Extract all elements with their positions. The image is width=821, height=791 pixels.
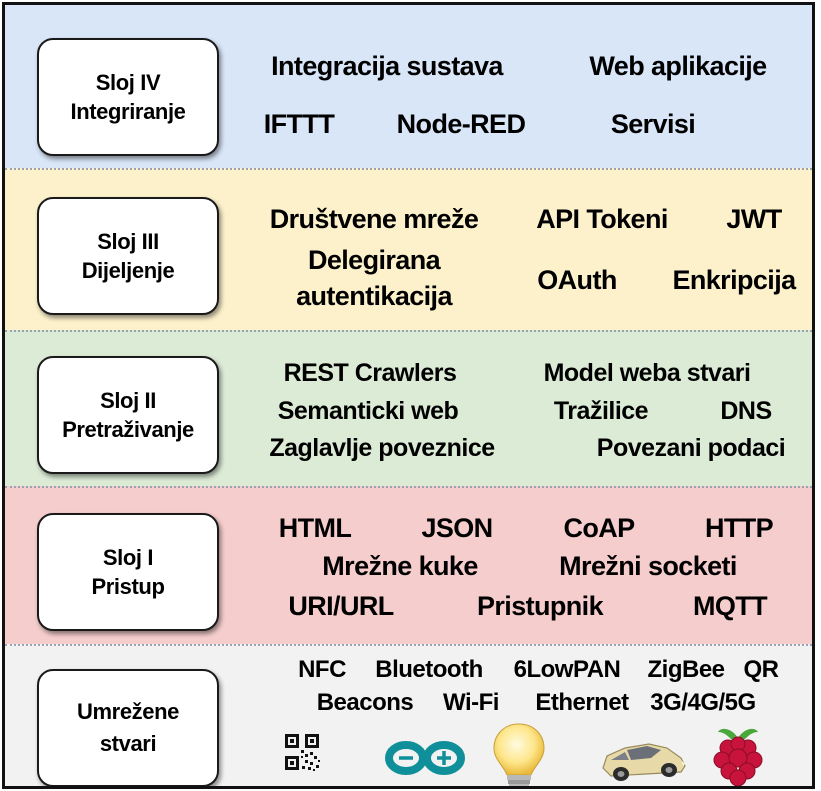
layer-2-label: Sloj II Pretraživanje [37, 356, 219, 474]
layer-3-term: Enkripcija [672, 265, 796, 295]
layer-1-term: JSON [421, 513, 493, 543]
layer-1-term: CoAP [563, 513, 635, 543]
layer-3-label-line2: Dijeljenje [81, 258, 175, 283]
layer-4-label-line2: Integriranje [70, 99, 186, 124]
layer-1-term: Mrežne kuke [322, 551, 478, 581]
layer-3-label-line1: Sloj III [97, 229, 159, 254]
raspberry-pi-icon [713, 728, 763, 786]
layer-3-term: OAuth [537, 265, 617, 295]
layer-1-band: Sloj I Pristup HTML JSON CoAP HTTP Mrežn… [5, 486, 812, 644]
layer-0-term: Beacons [316, 689, 414, 716]
layer-2-term: REST Crawlers [283, 359, 457, 387]
layer-0-term: NFC [298, 656, 346, 683]
layer-1-label-line1: Sloj I [102, 545, 154, 570]
layer-2-term: Tražilice [553, 397, 649, 425]
layer-0-term: QR [743, 656, 780, 683]
layer-0-term: ZigBee [647, 656, 725, 683]
qr-code-icon [285, 734, 320, 771]
layer-4-term: Web aplikacije [589, 51, 767, 81]
layer-2-term: Semanticki web [277, 397, 459, 425]
layer-1-label: Sloj I Pristup [37, 513, 219, 631]
layer-3-term: autentikacija [296, 281, 452, 311]
layer-0-label-line1: Umrežene [77, 699, 179, 724]
car-icon [602, 743, 686, 781]
layer-1-term: Mrežni socketi [559, 551, 737, 581]
layer-3-label: Sloj III Dijeljenje [37, 197, 219, 315]
layer-0-term: 6LowPAN [513, 656, 621, 683]
layer-1-term: MQTT [692, 591, 768, 621]
layer-3-term: API Tokeni [536, 204, 668, 234]
layer-4-term: Node-RED [396, 109, 526, 139]
layer-0-term: Bluetooth [375, 656, 483, 683]
layer-1-term: HTTP [704, 513, 774, 543]
layer-0-term: Ethernet [535, 689, 629, 716]
layer-2-band: Sloj II Pretraživanje REST Crawlers Mode… [5, 330, 812, 486]
layer-4-term: Servisi [610, 109, 696, 139]
layer-2-term: Zaglavlje poveznice [269, 434, 495, 462]
layer-4-term: IFTTT [263, 109, 335, 139]
layer-4-term: Integracija sustava [271, 51, 503, 81]
layer-4-band: Sloj IV Integriranje Integracija sustava… [5, 5, 812, 168]
layer-0-label: Umrežene stvari [37, 669, 219, 786]
layer-3-term: JWT [726, 204, 782, 234]
arduino-icon [385, 741, 465, 775]
layer-1-term: HTML [278, 513, 352, 543]
layer-1-term: Pristupnik [476, 591, 604, 621]
light-bulb-icon [493, 723, 545, 786]
layer-2-label-line1: Sloj II [100, 388, 156, 413]
layer-1-label-line2: Pristup [91, 574, 165, 599]
layer-1-term: URI/URL [288, 591, 394, 621]
layer-0-band: Umrežene stvari NFC Bluetooth 6LowPAN Zi… [5, 644, 812, 786]
layer-4-label-line1: Sloj IV [95, 70, 161, 95]
layer-0-label-line2: stvari [99, 731, 157, 756]
layer-4-label: Sloj IV Integriranje [37, 38, 219, 156]
layer-2-term: Model weba stvari [543, 359, 751, 387]
layer-3-term: Društvene mreže [269, 204, 479, 234]
layer-2-term: DNS [720, 397, 772, 425]
layer-0-term: Wi-Fi [443, 689, 499, 716]
layer-3-term: Delegirana [307, 245, 441, 275]
layer-0-term: 3G/4G/5G [650, 689, 756, 716]
layer-3-band: Sloj III Dijeljenje Društvene mreže API … [5, 168, 812, 330]
layer-2-label-line2: Pretraživanje [62, 417, 194, 442]
layer-2-term: Povezani podaci [596, 434, 786, 462]
